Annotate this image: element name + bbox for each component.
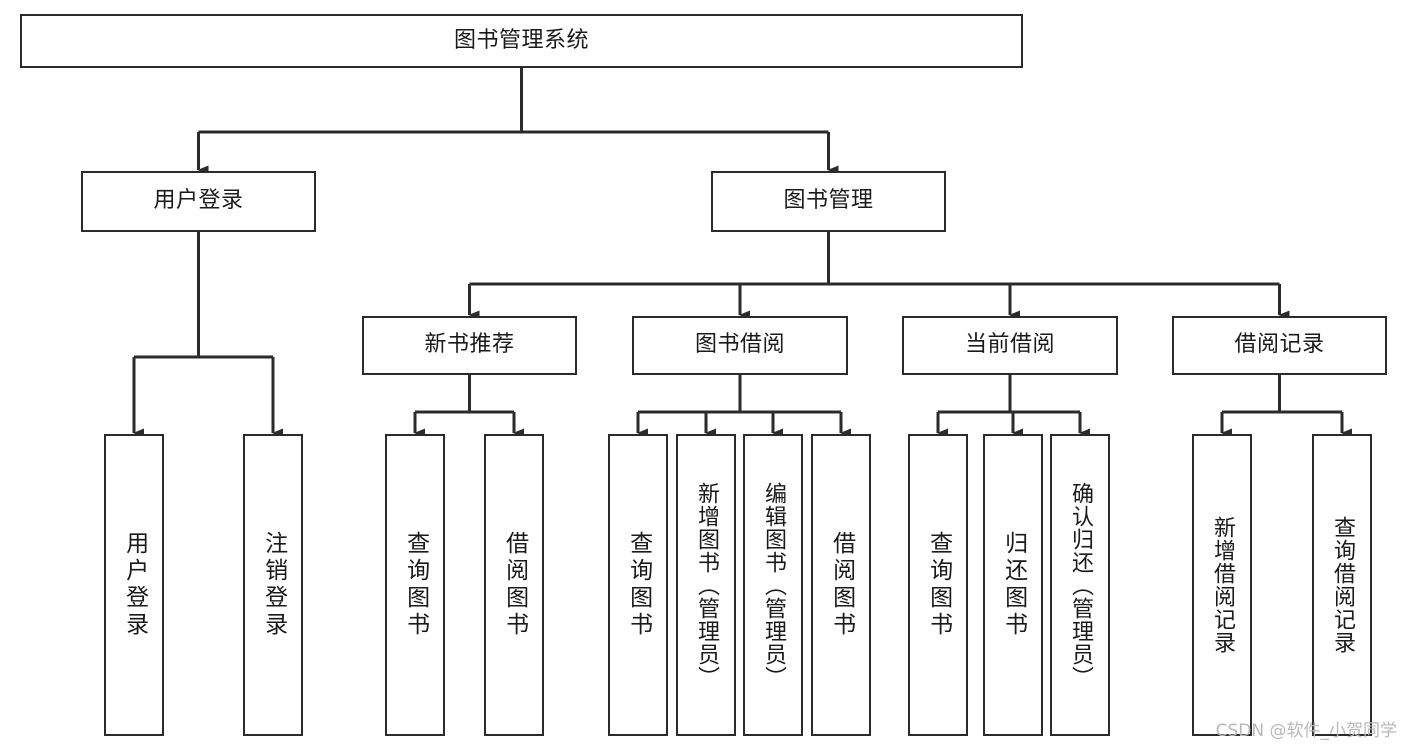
- leaf-record-query-borrow-record[interactable]: 查询借阅记录: [1312, 434, 1372, 736]
- leaf-recommend-borrow-book[interactable]: 借阅图书: [484, 434, 544, 736]
- leaf-borrow-edit-book-admin[interactable]: 编辑图书（管理员）: [743, 434, 803, 736]
- node-book-borrow[interactable]: 图书借阅: [632, 316, 848, 375]
- node-root[interactable]: 图书管理系统: [20, 14, 1023, 68]
- leaf-recommend-query-book[interactable]: 查询图书: [385, 434, 445, 736]
- leaf-record-add-borrow-record[interactable]: 新增借阅记录: [1192, 434, 1252, 736]
- node-book-manage[interactable]: 图书管理: [711, 171, 946, 232]
- leaf-user-login[interactable]: 用户登录: [104, 434, 164, 736]
- node-current-borrow[interactable]: 当前借阅: [902, 316, 1118, 375]
- node-user-login[interactable]: 用户登录: [81, 171, 316, 232]
- leaf-borrow-query-book[interactable]: 查询图书: [608, 434, 668, 736]
- node-new-book-recommend[interactable]: 新书推荐: [362, 316, 577, 375]
- leaf-current-confirm-return-admin[interactable]: 确认归还（管理员）: [1050, 434, 1110, 736]
- leaf-current-query-book[interactable]: 查询图书: [908, 434, 968, 736]
- leaf-borrow-do-borrow[interactable]: 借阅图书: [811, 434, 871, 736]
- watermark-text: CSDN @软件_小贺同学: [1215, 721, 1397, 741]
- leaf-current-return-book[interactable]: 归还图书: [983, 434, 1043, 736]
- node-borrow-record[interactable]: 借阅记录: [1172, 316, 1387, 375]
- leaf-user-logout[interactable]: 注销登录: [243, 434, 303, 736]
- leaf-borrow-add-book-admin[interactable]: 新增图书（管理员）: [676, 434, 736, 736]
